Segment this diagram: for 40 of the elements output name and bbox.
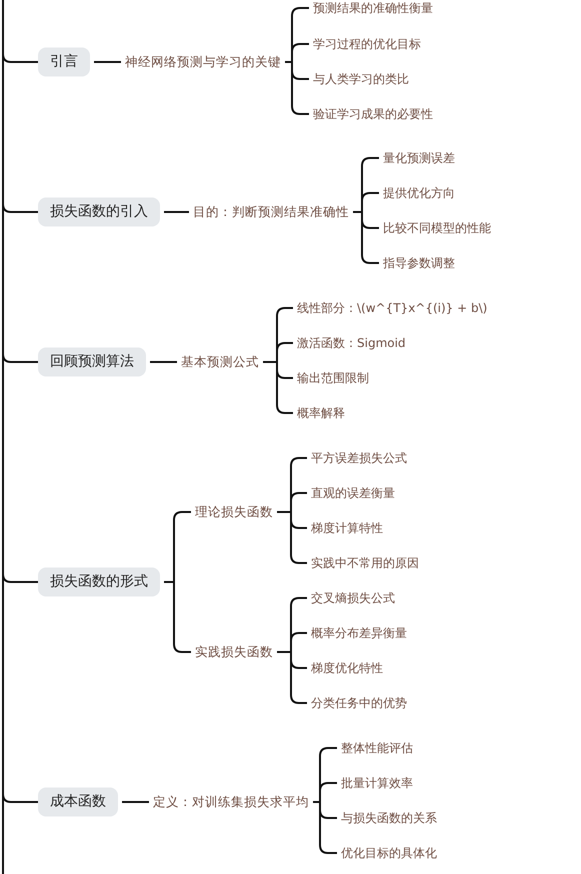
leaf-text: 输出范围限制 xyxy=(297,370,369,386)
topic-box: 引言 xyxy=(38,48,90,76)
leaf-text: 整体性能评估 xyxy=(341,740,413,756)
leaf-text: 交叉熵损失公式 xyxy=(311,590,395,606)
subtopic-text: 目的：判断预测结果准确性 xyxy=(193,204,349,220)
connector-line xyxy=(164,211,189,213)
leaf-text: 指导参数调整 xyxy=(383,255,455,271)
leaf-text: 与损失函数的关系 xyxy=(341,810,437,826)
leaf-text: 批量计算效率 xyxy=(341,775,413,791)
subtopic-text: 神经网络预测与学习的关键 xyxy=(125,54,281,70)
leaf-text: 验证学习成果的必要性 xyxy=(313,106,433,122)
leaf-text: 实践中不常用的原因 xyxy=(311,555,419,571)
topic-box: 成本函数 xyxy=(38,788,118,816)
leaf-text: 线性部分：\(w^{T}x^{(i)} + b\) xyxy=(297,300,488,316)
leaf-text: 梯度优化特性 xyxy=(311,660,383,676)
subtopic-text: 实践损失函数 xyxy=(195,644,273,660)
connector-line xyxy=(94,61,121,63)
topic-box: 损失函数的形式 xyxy=(38,568,160,596)
leaf-text: 与人类学习的类比 xyxy=(313,71,409,87)
leaf-text: 预测结果的准确性衡量 xyxy=(313,0,433,16)
leaf-text: 激活函数：Sigmoid xyxy=(297,335,406,351)
leaf-text: 量化预测误差 xyxy=(383,150,455,166)
leaf-text: 提供优化方向 xyxy=(383,185,455,201)
leaf-text: 平方误差损失公式 xyxy=(311,450,407,466)
connector-line xyxy=(150,361,177,363)
leaf-text: 梯度计算特性 xyxy=(311,520,383,536)
leaf-text: 比较不同模型的性能 xyxy=(383,220,491,236)
leaf-text: 学习过程的优化目标 xyxy=(313,36,421,52)
connector-line xyxy=(122,801,149,803)
subtopic-text: 定义：对训练集损失求平均 xyxy=(153,794,309,810)
topic-box: 回顾预测算法 xyxy=(38,348,146,376)
connector-line xyxy=(2,0,38,803)
leaf-text: 概率解释 xyxy=(297,405,345,421)
leaf-text: 直观的误差衡量 xyxy=(311,485,395,501)
leaf-text: 优化目标的具体化 xyxy=(341,845,437,861)
subtopic-text: 理论损失函数 xyxy=(195,504,273,520)
topic-box: 损失函数的引入 xyxy=(38,198,160,226)
leaf-text: 分类任务中的优势 xyxy=(311,695,407,711)
leaf-text: 概率分布差异衡量 xyxy=(311,625,407,641)
subtopic-text: 基本预测公式 xyxy=(181,354,259,370)
